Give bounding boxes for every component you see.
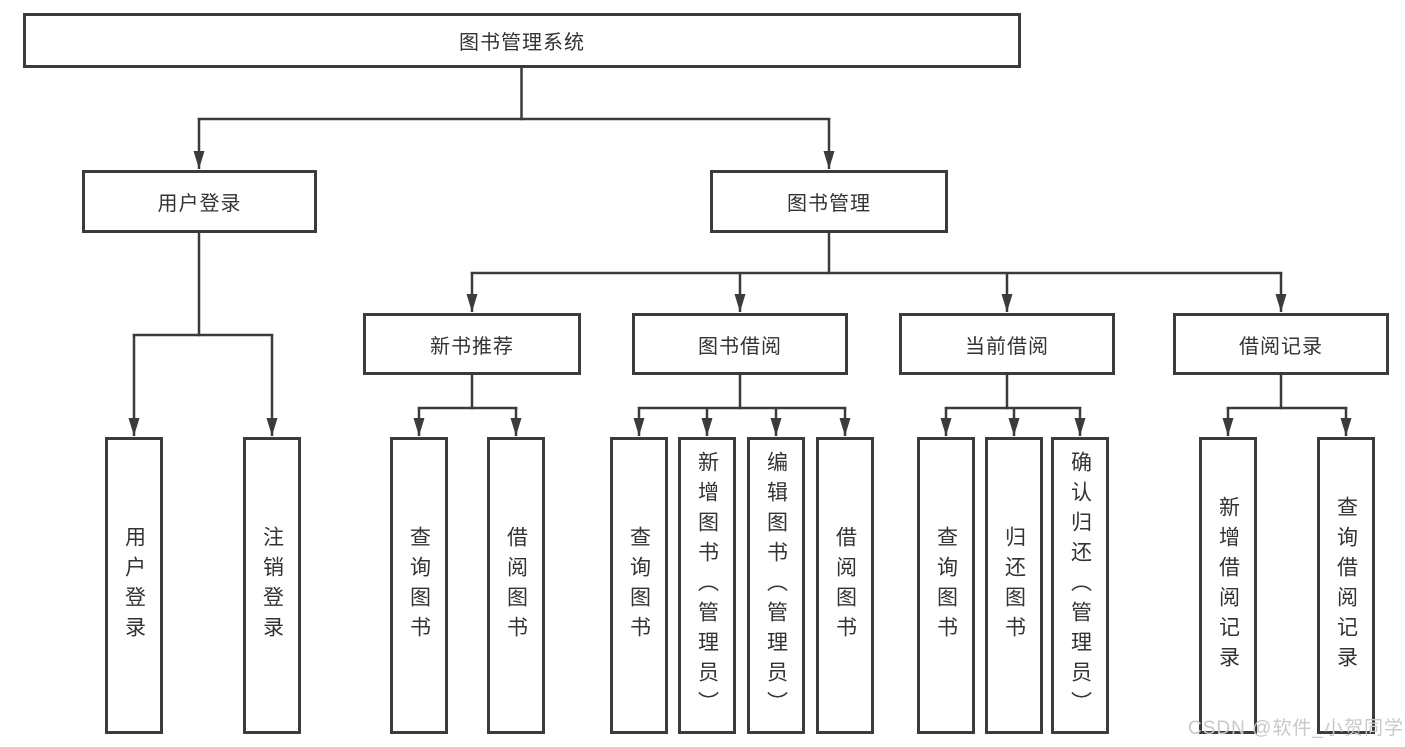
leaf-query-borrow-record-label: 查询借阅记录	[1334, 495, 1358, 676]
leaf-return-books-label: 归还图书	[1002, 525, 1026, 646]
leaf-borrow-books-recommend-label: 借阅图书	[504, 525, 528, 646]
leaf-logout-label: 注销登录	[260, 525, 284, 646]
leaf-user-login-label: 用户登录	[122, 525, 146, 646]
node-current-borrowing-label: 当前借阅	[965, 335, 1049, 358]
node-book-borrowing: 图书借阅	[632, 313, 848, 375]
node-current-borrowing: 当前借阅	[899, 313, 1115, 375]
node-user-login-label: 用户登录	[157, 193, 242, 215]
node-book-management-label: 图书管理	[787, 193, 871, 215]
leaf-borrow-books-borrowing: 借阅图书	[816, 437, 874, 734]
leaf-confirm-return-admin-label: 确认归还（管理员）	[1068, 450, 1092, 721]
node-borrowing-records-label: 借阅记录	[1239, 335, 1323, 358]
leaf-logout: 注销登录	[243, 437, 301, 734]
leaf-borrow-books-borrowing-label: 借阅图书	[833, 525, 857, 646]
leaf-query-books-current: 查询图书	[917, 437, 975, 734]
leaf-query-books-borrowing: 查询图书	[610, 437, 668, 734]
leaf-query-borrow-record: 查询借阅记录	[1317, 437, 1375, 734]
node-new-book-recommendation-label: 新书推荐	[430, 335, 514, 358]
leaf-query-books-recommend: 查询图书	[390, 437, 448, 734]
node-library-system: 图书管理系统	[23, 13, 1021, 68]
leaf-add-borrow-record: 新增借阅记录	[1199, 437, 1257, 734]
leaf-edit-book-admin-label: 编辑图书（管理员）	[764, 450, 788, 721]
leaf-query-books-current-label: 查询图书	[934, 525, 958, 646]
leaf-query-books-recommend-label: 查询图书	[407, 525, 431, 646]
node-book-management: 图书管理	[710, 170, 948, 233]
leaf-user-login: 用户登录	[105, 437, 163, 734]
leaf-return-books: 归还图书	[985, 437, 1043, 734]
leaf-query-books-borrowing-label: 查询图书	[627, 525, 651, 646]
node-book-borrowing-label: 图书借阅	[698, 335, 782, 358]
leaf-borrow-books-recommend: 借阅图书	[487, 437, 545, 734]
node-new-book-recommendation: 新书推荐	[363, 313, 581, 375]
node-library-system-label: 图书管理系统	[459, 32, 585, 54]
leaf-confirm-return-admin: 确认归还（管理员）	[1051, 437, 1109, 734]
leaf-add-book-admin-label: 新增图书（管理员）	[695, 450, 719, 721]
leaf-edit-book-admin: 编辑图书（管理员）	[747, 437, 805, 734]
watermark: CSDN @软件_小贺同学	[1188, 718, 1404, 739]
leaf-add-book-admin: 新增图书（管理员）	[678, 437, 736, 734]
leaf-add-borrow-record-label: 新增借阅记录	[1216, 495, 1240, 676]
node-user-login: 用户登录	[82, 170, 317, 233]
node-borrowing-records: 借阅记录	[1173, 313, 1389, 375]
